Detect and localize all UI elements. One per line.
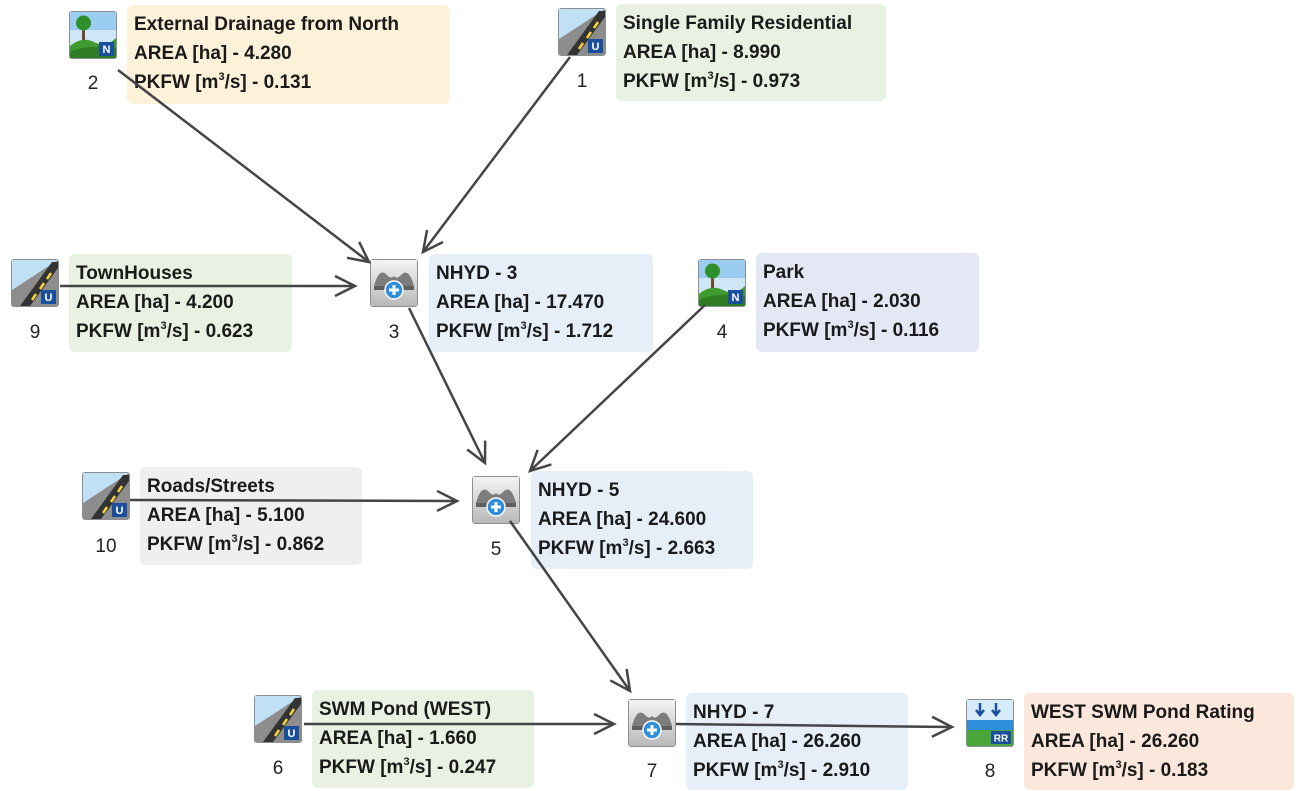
node-area: AREA [ha] - 2.030 [763,291,921,312]
node-id: 3 [388,322,400,343]
node-peak-flow: PKFW [m3/s] - 2.663 [538,536,716,559]
road-icon: U [559,9,605,55]
node-label-2[interactable]: External Drainage from North AREA [ha] -… [127,5,450,104]
icon-badge: U [288,728,296,740]
node-area: AREA [ha] - 26.260 [1031,731,1200,752]
reservoir-routing-icon: RR [967,700,1013,746]
road-icon: U [83,473,129,519]
node-label-9[interactable]: TownHouses AREA [ha] - 4.200 PKFW [m3/s]… [69,254,292,352]
node-title: NHYD - 5 [538,480,620,501]
node-title: Park [763,262,805,283]
node-id: 7 [646,761,658,782]
node-peak-flow: PKFW [m3/s] - 0.116 [763,318,940,341]
node-peak-flow: PKFW [m3/s] - 0.183 [1031,758,1209,781]
node-title: TownHouses [76,263,193,284]
node-id: 2 [87,73,99,94]
icon-badge: RR [994,734,1009,745]
node-peak-flow: PKFW [m3/s] - 0.247 [319,755,497,778]
add-hydrograph-icon [371,260,417,306]
nash-hydrograph-icon[interactable]: N [69,11,117,59]
reservoir-route-icon[interactable]: RR [966,699,1014,747]
road-icon: U [255,696,301,742]
node-title: Roads/Streets [147,476,275,497]
node-area: AREA [ha] - 4.200 [76,292,234,313]
node-title: NHYD - 7 [693,702,775,723]
icon-badge: N [732,292,740,304]
urban-hydrograph-icon[interactable]: U [11,259,59,307]
node-area: AREA [ha] - 24.600 [538,509,707,530]
urban-hydrograph-icon[interactable]: U [558,8,606,56]
node-label-1[interactable]: Single Family Residential AREA [ha] - 8.… [616,4,886,101]
node-title: SWM Pond (WEST) [319,699,492,720]
node-area: AREA [ha] - 1.660 [319,728,477,749]
node-peak-flow: PKFW [m3/s] - 0.623 [76,319,254,342]
node-title: External Drainage from North [134,14,399,35]
node-peak-flow: PKFW [m3/s] - 0.131 [134,70,312,93]
icon-badge: N [103,44,111,56]
landscape-tree-icon: N [70,12,116,58]
icon-badge: U [45,292,53,304]
icon-badge: U [116,505,124,517]
node-area: AREA [ha] - 4.280 [134,43,292,64]
nash-hydrograph-icon[interactable]: N [698,259,746,307]
node-label-5[interactable]: NHYD - 5 AREA [ha] - 24.600 PKFW [m3/s] … [531,471,753,569]
node-id: 5 [490,539,502,560]
node-label-8[interactable]: WEST SWM Pond Rating AREA [ha] - 26.260 … [1024,693,1294,790]
node-label-7[interactable]: NHYD - 7 AREA [ha] - 26.260 PKFW [m3/s] … [686,693,908,790]
add-hydrograph-icon [629,700,675,746]
node-peak-flow: PKFW [m3/s] - 1.712 [436,319,614,342]
landscape-tree-icon: N [699,260,745,306]
node-title: NHYD - 3 [436,263,518,284]
node-label-4[interactable]: Park AREA [ha] - 2.030 PKFW [m3/s] - 0.1… [756,253,979,352]
node-id: 4 [716,322,728,343]
node-area: AREA [ha] - 5.100 [147,505,305,526]
node-label-3[interactable]: NHYD - 3 AREA [ha] - 17.470 PKFW [m3/s] … [429,254,653,352]
urban-hydrograph-icon[interactable]: U [82,472,130,520]
add-hydrograph-icon[interactable] [472,476,520,524]
icon-badge: U [592,41,600,53]
node-label-10[interactable]: Roads/Streets AREA [ha] - 5.100 PKFW [m3… [140,467,362,565]
node-id: 9 [29,322,41,343]
add-hydrograph-icon[interactable] [370,259,418,307]
node-id: 8 [984,761,996,782]
node-peak-flow: PKFW [m3/s] - 2.910 [693,758,871,781]
node-peak-flow: PKFW [m3/s] - 0.973 [623,69,801,92]
node-label-6[interactable]: SWM Pond (WEST) AREA [ha] - 1.660 PKFW [… [312,690,534,788]
add-hydrograph-icon [473,477,519,523]
urban-hydrograph-icon[interactable]: U [254,695,302,743]
node-title: WEST SWM Pond Rating [1031,702,1255,723]
add-hydrograph-icon[interactable] [628,699,676,747]
node-id: 1 [576,71,588,92]
node-area: AREA [ha] - 17.470 [436,292,605,313]
node-area: AREA [ha] - 8.990 [623,42,781,63]
node-area: AREA [ha] - 26.260 [693,731,862,752]
road-icon: U [12,260,58,306]
node-peak-flow: PKFW [m3/s] - 0.862 [147,532,325,555]
node-id: 6 [272,758,284,779]
node-id: 10 [95,536,117,557]
node-title: Single Family Residential [623,13,853,34]
